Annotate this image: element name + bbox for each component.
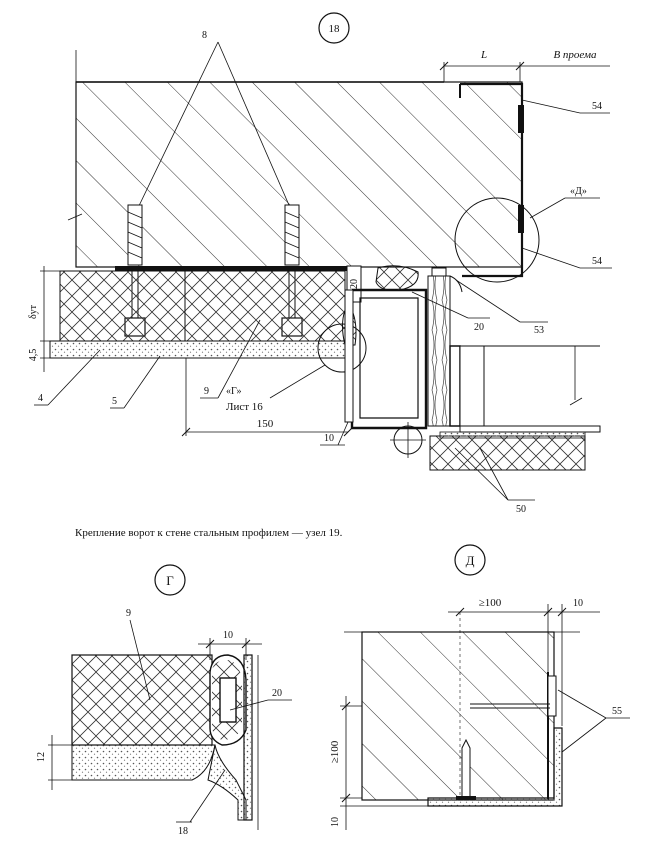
dim-150: 150 <box>257 418 274 430</box>
g-ref-9: 9 <box>126 608 131 619</box>
g-ref-20: 20 <box>272 688 282 699</box>
ref-10: 10 <box>324 433 334 444</box>
d-dim-100v: ≥100 <box>329 740 341 763</box>
g-ref-18: 18 <box>178 826 188 837</box>
ref-20: 20 <box>474 322 484 333</box>
ref-8: 8 <box>202 30 207 41</box>
dim-delta: δут <box>28 304 39 319</box>
ref-50: 50 <box>516 504 526 515</box>
callout-d-label: «Д» <box>570 186 587 197</box>
insulation-mid <box>184 270 346 342</box>
dim-45: 4,5 <box>28 349 39 362</box>
steel-angle <box>460 82 524 278</box>
detail-d: Д ≥100 10 ≥100 10 55 <box>329 544 630 830</box>
ref-54-bottom: 54 <box>592 256 602 267</box>
steel-plate <box>115 266 347 271</box>
node-label-g: Г <box>166 573 174 588</box>
detail-g: Г 10 12 9 20 18 <box>36 564 292 837</box>
ref-54-top: 54 <box>592 101 602 112</box>
node-label-d: Д <box>466 553 475 568</box>
d-dim-10: 10 <box>573 598 583 609</box>
node-circle-main <box>318 12 350 44</box>
node-circle-d <box>454 544 486 576</box>
sheet-ref: Лист 16 <box>226 401 263 413</box>
ref-4: 4 <box>38 393 43 404</box>
d-dim-10v: 10 <box>330 817 341 827</box>
d-dim-100h: ≥100 <box>479 597 502 609</box>
callout-circle-d <box>454 197 540 283</box>
ref-9: 9 <box>204 386 209 397</box>
gate-profile: 20 <box>344 265 601 433</box>
dim-L-label: L <box>480 49 487 61</box>
d-nail <box>461 738 471 799</box>
callout-g-label: «Г» <box>226 386 242 397</box>
node-circle-g <box>154 564 186 596</box>
d-ref-55: 55 <box>612 706 622 717</box>
g-dim-12: 12 <box>36 752 47 762</box>
d-wall <box>361 631 555 801</box>
ref-5: 5 <box>112 396 117 407</box>
main-view: 18 L В проема 54 <box>28 12 612 515</box>
dim-20-vertical: 20 <box>349 279 360 289</box>
floor-insulation <box>429 435 586 471</box>
caption: Крепление ворот к стене стальным профиле… <box>75 527 343 539</box>
dim-L: L В проема <box>439 49 610 82</box>
insulation-left <box>59 270 186 342</box>
callout-circle-g <box>317 323 367 373</box>
node-label-main: 18 <box>329 23 341 35</box>
g-plaster <box>71 744 216 781</box>
ref-53: 53 <box>534 325 544 336</box>
g-insulation <box>71 654 213 746</box>
dim-opening-label: В проема <box>553 49 597 61</box>
g-dim-10: 10 <box>223 630 233 641</box>
